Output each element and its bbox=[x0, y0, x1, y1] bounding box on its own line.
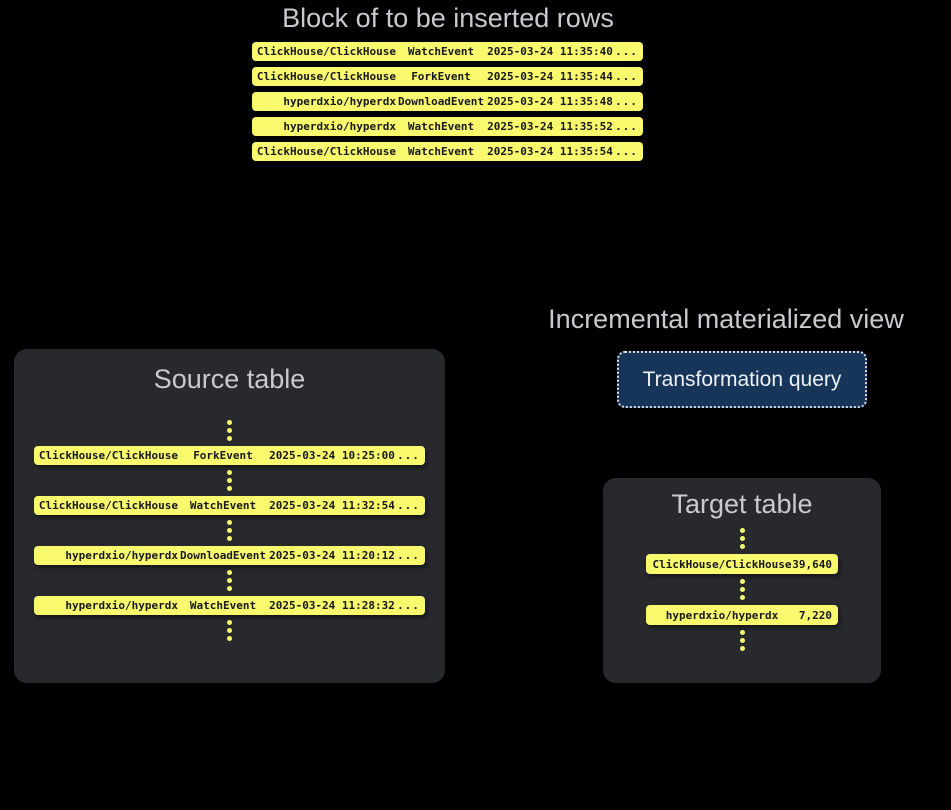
ellipsis-dots-icon bbox=[227, 420, 232, 441]
event-cell: DownloadEvent bbox=[179, 549, 267, 562]
timestamp-cell: 2025-03-24 11:20:12 bbox=[269, 549, 395, 562]
source-table-panel: Source table ClickHouse/ClickHouse ForkE… bbox=[14, 349, 445, 683]
repo-cell: hyperdxio/hyperdx bbox=[65, 549, 178, 562]
timestamp-cell: 2025-03-24 11:35:52 bbox=[487, 120, 613, 133]
ellipsis-cell: ... bbox=[397, 549, 420, 562]
materialized-view-title: Incremental materialized view bbox=[548, 304, 904, 334]
table-row: hyperdxio/hyperdx WatchEvent 2025-03-24 … bbox=[252, 117, 643, 136]
transformation-query-button[interactable]: Transformation query bbox=[617, 351, 867, 408]
table-row: hyperdxio/hyperdx DownloadEvent 2025-03-… bbox=[252, 92, 643, 111]
repo-cell: hyperdxio/hyperdx bbox=[65, 599, 178, 612]
ellipsis-dots-icon bbox=[227, 470, 232, 491]
event-cell: WatchEvent bbox=[407, 45, 475, 58]
ellipsis-dots-icon bbox=[227, 520, 232, 541]
event-cell: WatchEvent bbox=[407, 120, 475, 133]
event-cell: DownloadEvent bbox=[397, 95, 485, 108]
timestamp-cell: 2025-03-24 11:35:48 bbox=[487, 95, 613, 108]
count-cell: 39,640 bbox=[792, 557, 832, 571]
table-row: ClickHouse/ClickHouse ForkEvent 2025-03-… bbox=[252, 67, 643, 86]
repo-cell: ClickHouse/ClickHouse bbox=[38, 499, 178, 512]
event-cell: ForkEvent bbox=[411, 70, 471, 83]
ellipsis-dots-icon bbox=[739, 528, 745, 549]
insert-block-title: Block of to be inserted rows bbox=[282, 3, 614, 33]
timestamp-cell: 2025-03-24 11:32:54 bbox=[269, 499, 395, 512]
target-table-panel: Target table ClickHouse/ClickHouse 39,64… bbox=[603, 478, 881, 683]
repo-cell: ClickHouse/ClickHouse bbox=[256, 70, 396, 83]
table-row: ClickHouse/ClickHouse ForkEvent 2025-03-… bbox=[34, 446, 425, 465]
repo-cell: ClickHouse/ClickHouse bbox=[256, 145, 396, 158]
ellipsis-dots-icon bbox=[227, 620, 232, 641]
source-table-title: Source table bbox=[153, 364, 306, 394]
ellipsis-cell: ... bbox=[397, 499, 420, 512]
insert-block-rows: ClickHouse/ClickHouse WatchEvent 2025-03… bbox=[252, 42, 643, 161]
ellipsis-cell: ... bbox=[615, 45, 638, 58]
ellipsis-dots-icon bbox=[739, 579, 745, 600]
timestamp-cell: 2025-03-24 10:25:00 bbox=[269, 449, 395, 462]
group-cell: ClickHouse/ClickHouse bbox=[652, 557, 792, 571]
ellipsis-cell: ... bbox=[397, 449, 420, 462]
repo-cell: ClickHouse/ClickHouse bbox=[38, 449, 178, 462]
timestamp-cell: 2025-03-24 11:35:40 bbox=[487, 45, 613, 58]
ellipsis-dots-icon bbox=[227, 570, 232, 591]
table-row: ClickHouse/ClickHouse WatchEvent 2025-03… bbox=[34, 496, 425, 515]
ellipsis-cell: ... bbox=[615, 145, 638, 158]
repo-cell: hyperdxio/hyperdx bbox=[283, 95, 396, 108]
timestamp-cell: 2025-03-24 11:28:32 bbox=[269, 599, 395, 612]
timestamp-cell: 2025-03-24 11:35:44 bbox=[487, 70, 613, 83]
event-cell: WatchEvent bbox=[189, 499, 257, 512]
event-cell: WatchEvent bbox=[407, 145, 475, 158]
table-row: ClickHouse/ClickHouse 39,640 bbox=[646, 554, 838, 574]
target-table-rows: ClickHouse/ClickHouse 39,640 hyperdxio/h… bbox=[603, 528, 881, 651]
source-table-rows: ClickHouse/ClickHouse ForkEvent 2025-03-… bbox=[14, 420, 445, 641]
table-row: ClickHouse/ClickHouse WatchEvent 2025-03… bbox=[252, 42, 643, 61]
repo-cell: hyperdxio/hyperdx bbox=[283, 120, 396, 133]
ellipsis-cell: ... bbox=[615, 70, 638, 83]
table-row: hyperdxio/hyperdx WatchEvent 2025-03-24 … bbox=[34, 596, 425, 615]
event-cell: WatchEvent bbox=[189, 599, 257, 612]
count-cell: 7,220 bbox=[798, 608, 832, 622]
ellipsis-dots-icon bbox=[739, 630, 745, 651]
event-cell: ForkEvent bbox=[193, 449, 253, 462]
table-row: ClickHouse/ClickHouse WatchEvent 2025-03… bbox=[252, 142, 643, 161]
ellipsis-cell: ... bbox=[397, 599, 420, 612]
table-row: hyperdxio/hyperdx DownloadEvent 2025-03-… bbox=[34, 546, 425, 565]
ellipsis-cell: ... bbox=[615, 120, 638, 133]
timestamp-cell: 2025-03-24 11:35:54 bbox=[487, 145, 613, 158]
group-cell: hyperdxio/hyperdx bbox=[665, 608, 779, 622]
repo-cell: ClickHouse/ClickHouse bbox=[256, 45, 396, 58]
table-row: hyperdxio/hyperdx 7,220 bbox=[646, 605, 838, 625]
ellipsis-cell: ... bbox=[615, 95, 638, 108]
target-table-title: Target table bbox=[671, 489, 813, 519]
